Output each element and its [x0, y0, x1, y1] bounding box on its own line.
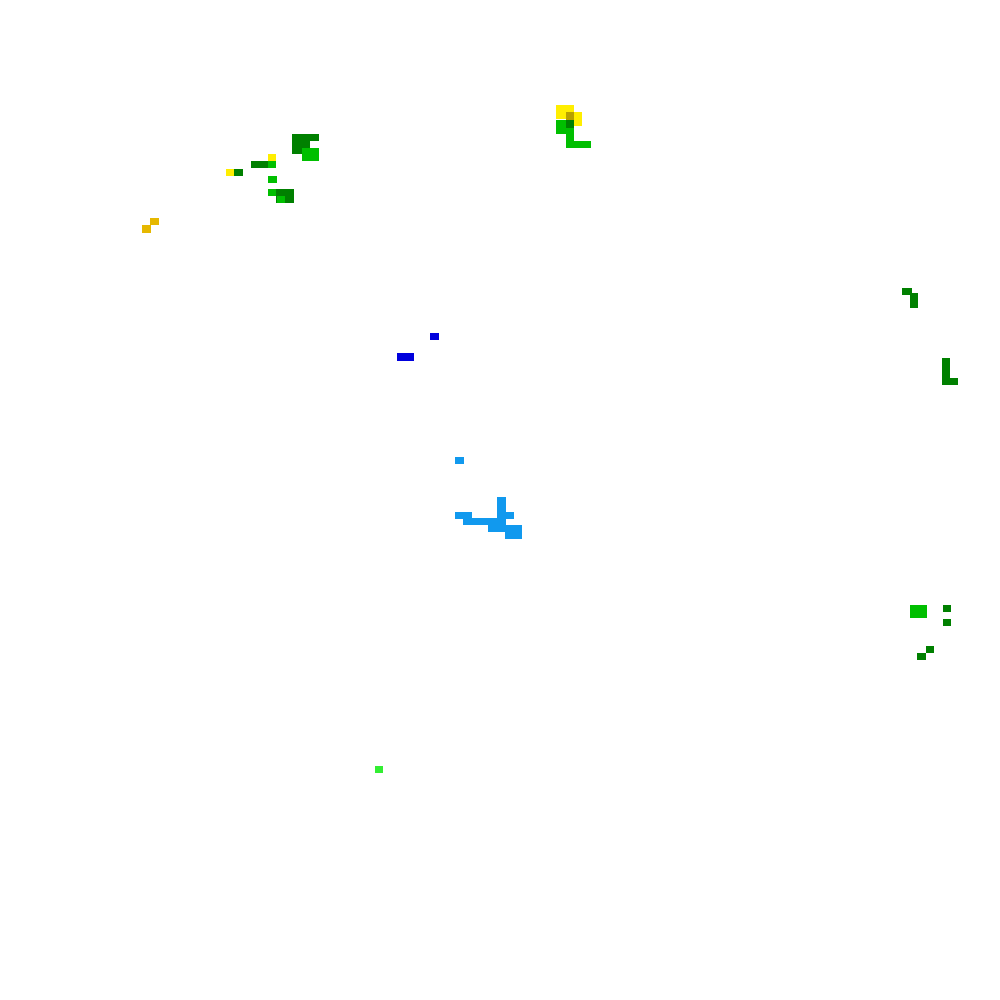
pixel-cell	[556, 120, 566, 134]
pixel-cell	[488, 522, 506, 532]
pixel-cell	[910, 293, 918, 302]
pixel-cell	[310, 134, 319, 141]
pixel-cell	[505, 525, 522, 539]
pixel-cell	[430, 333, 439, 340]
pixel-cell	[902, 288, 912, 295]
pixel-cell	[455, 457, 464, 464]
pixel-cell	[497, 512, 514, 519]
pixel-cell	[397, 353, 414, 361]
pixel-cell	[917, 653, 926, 660]
pixel-cell	[150, 218, 159, 225]
pixel-cell	[566, 120, 574, 128]
pixel-cell	[251, 161, 268, 168]
pixel-cell	[926, 646, 934, 653]
pixel-cell	[142, 225, 151, 233]
pixel-cell	[268, 176, 277, 183]
pixel-cell	[375, 766, 383, 773]
pixel-cell	[910, 605, 927, 618]
pixel-cell	[268, 161, 276, 168]
pixel-cell	[566, 141, 591, 148]
pixel-cell	[942, 378, 958, 385]
pixel-cell	[566, 128, 574, 141]
pixel-cell	[566, 112, 574, 120]
pixel-cell	[942, 358, 950, 380]
pixel-cell	[943, 605, 951, 612]
pixel-cell	[463, 518, 506, 525]
pixel-cell	[497, 497, 506, 515]
pixel-cell	[302, 148, 319, 161]
pixel-cell	[268, 154, 276, 161]
pixel-cell	[943, 619, 951, 626]
pixel-cell	[277, 196, 285, 203]
pixel-cell	[226, 169, 234, 176]
pixel-cell	[455, 512, 472, 519]
pixel-cell	[234, 169, 243, 176]
pixel-cell	[910, 301, 918, 308]
pixel-cell	[268, 189, 277, 196]
